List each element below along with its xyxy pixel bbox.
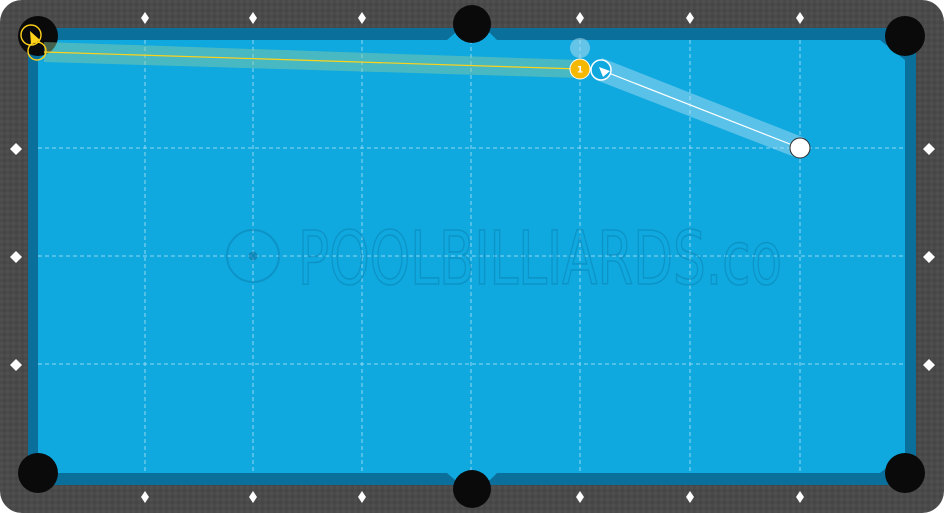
diamond-left-3	[10, 359, 22, 371]
cue-ball-path-band	[596, 58, 805, 158]
diamond-bottom-1	[141, 491, 149, 503]
head-spot	[248, 251, 258, 261]
ghost-ball-arrow-icon	[599, 67, 610, 77]
diamond-left-2	[10, 251, 22, 263]
object-ball-number: 1	[577, 66, 583, 76]
watermark-text: POOLBILLIARDS.co	[298, 216, 782, 302]
diamond-top-6	[796, 12, 804, 24]
pocket-bottom-middle	[453, 470, 491, 508]
target-arrow-icon	[30, 31, 40, 44]
diamond-top-3	[358, 12, 366, 24]
pocket-top-right	[885, 16, 925, 56]
target-circle-inner	[27, 41, 47, 61]
pocket-bottom-left	[18, 453, 58, 493]
rail-diamonds	[10, 12, 935, 503]
ghost-ball-faded	[570, 38, 590, 58]
diamond-top-5	[686, 12, 694, 24]
diamond-top-4	[576, 12, 584, 24]
diamond-top-2	[249, 12, 257, 24]
pocket-bottom-right	[885, 453, 925, 493]
watermark-circle-icon	[226, 229, 280, 283]
diamond-bottom-5	[686, 491, 694, 503]
pocket-top-middle	[453, 5, 491, 43]
grid-lines	[38, 40, 905, 473]
diamond-right-3	[923, 359, 935, 371]
diamond-bottom-4	[576, 491, 584, 503]
cue-ball[interactable]	[789, 137, 811, 159]
pocket-target-marker	[20, 24, 47, 61]
cue-ball-aim-line	[600, 69, 801, 149]
cloth	[38, 33, 905, 480]
diamond-bottom-3	[358, 491, 366, 503]
watermark-logo: POOLBILLIARDS.co	[226, 215, 783, 303]
diamond-right-2	[923, 251, 935, 263]
diamond-bottom-2	[249, 491, 257, 503]
diamond-right-1	[923, 143, 935, 155]
diamond-bottom-6	[796, 491, 804, 503]
object-ball-aim-line	[43, 51, 581, 70]
object-ball-1[interactable]: 1	[569, 58, 591, 80]
object-ball-circle	[569, 58, 591, 80]
diamond-top-1	[141, 12, 149, 24]
diamond-left-1	[10, 143, 22, 155]
